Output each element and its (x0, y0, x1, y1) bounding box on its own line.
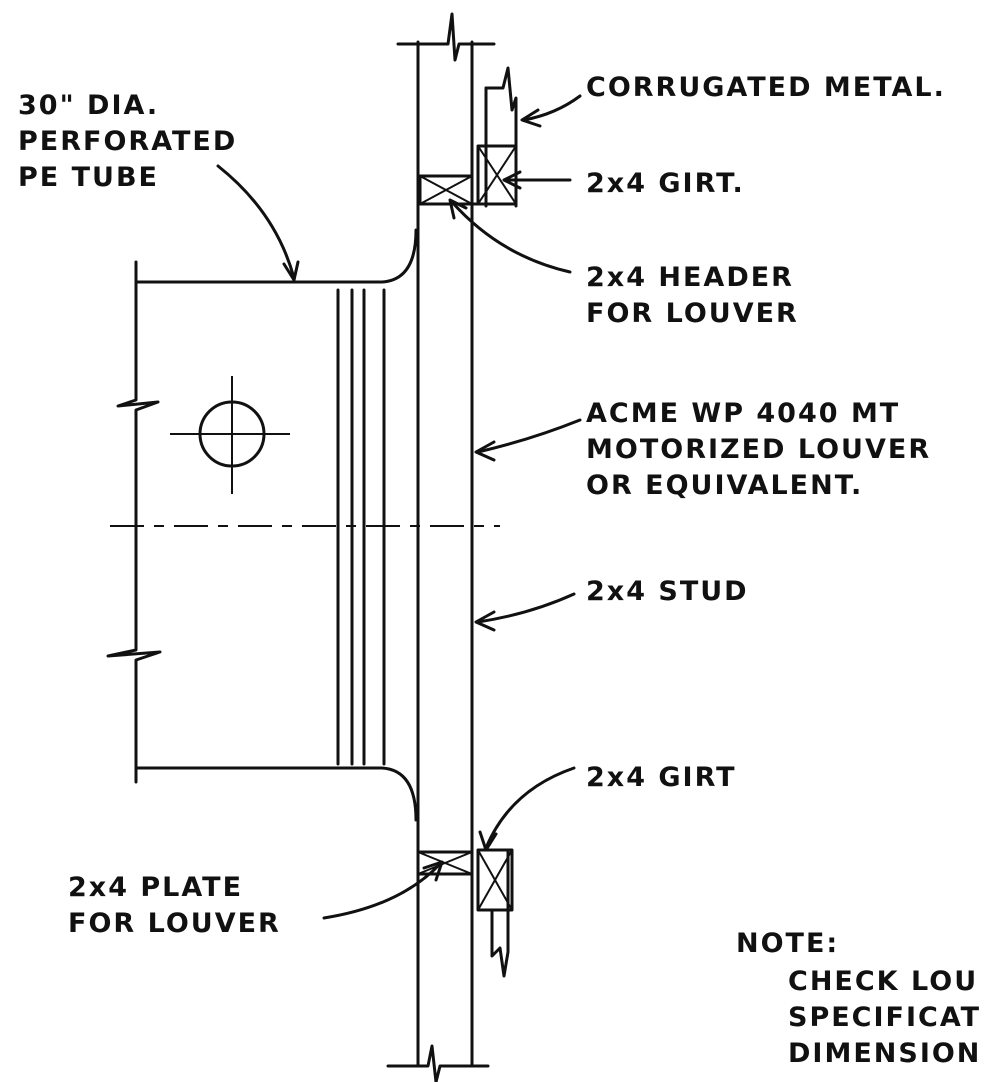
note-line3: DIMENSION (788, 1038, 981, 1069)
header-block (418, 174, 474, 206)
label-plate: 2x4 PLATE FOR LOUVER (68, 872, 281, 939)
label-plate-line2: FOR LOUVER (68, 908, 281, 939)
wall-assembly (386, 12, 518, 1082)
label-header-line2: FOR LOUVER (586, 298, 799, 329)
plate-block (416, 850, 474, 876)
note-block: NOTE: CHECK LOU SPECIFICAT DIMENSION (736, 928, 981, 1069)
label-tube-line3: PE TUBE (18, 162, 159, 193)
label-girt-bottom: 2x4 GIRT (586, 762, 737, 793)
note-line2: SPECIFICAT (788, 1002, 981, 1033)
label-louver-line2: MOTORIZED LOUVER (586, 434, 931, 465)
label-tube: 30" DIA. PERFORATED PE TUBE (18, 90, 237, 193)
label-header: 2x4 HEADER FOR LOUVER (586, 262, 799, 329)
label-louver-line3: OR EQUIVALENT. (586, 470, 863, 501)
label-louver: ACME WP 4040 MT MOTORIZED LOUVER OR EQUI… (586, 398, 931, 501)
note-line1: CHECK LOU (788, 966, 978, 997)
pe-tube (106, 228, 500, 822)
label-tube-line1: 30" DIA. (18, 90, 159, 121)
note-heading: NOTE: (736, 928, 839, 959)
leaders (216, 94, 582, 920)
label-girt-top: 2x4 GIRT. (586, 168, 745, 199)
label-tube-line2: PERFORATED (18, 126, 237, 157)
label-header-line1: 2x4 HEADER (586, 262, 794, 293)
label-plate-line1: 2x4 PLATE (68, 872, 243, 903)
label-corrugated-metal: CORRUGATED METAL. (586, 72, 946, 103)
label-stud: 2x4 STUD (586, 576, 749, 607)
girt-bottom-block (476, 848, 514, 912)
label-louver-line1: ACME WP 4040 MT (586, 398, 900, 429)
